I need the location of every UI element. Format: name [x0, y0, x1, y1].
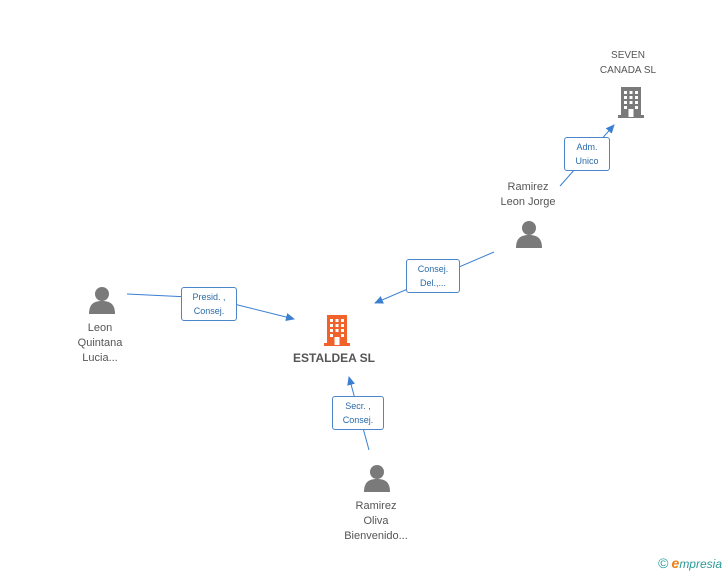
center-company-label[interactable]: ESTALDEA SL [293, 351, 376, 365]
building-icon [324, 315, 350, 346]
person-label-ramirez-leon[interactable]: Ramirez Leon Jorge [500, 181, 556, 208]
person-label-leon-quintana[interactable]: Leon Quintana Lucia... [77, 322, 123, 364]
brand-logo-e: e [671, 555, 680, 571]
person-icon [364, 465, 390, 492]
relation-label-secr-consej: Secr. , Consej. [332, 396, 384, 430]
person-icon [516, 221, 542, 248]
brand-name: mpresia [679, 557, 722, 571]
person-icon [89, 287, 115, 314]
relation-label-presid-consej: Presid. , Consej. [181, 287, 237, 321]
footer-brand: © empresia [658, 555, 722, 571]
copyright-icon: © [658, 555, 669, 571]
relation-label-adm-unico: Adm. Unico [564, 137, 610, 171]
relation-label-consej-del: Consej. Del.,... [406, 259, 460, 293]
person-label-ramirez-oliva[interactable]: Ramirez Oliva Bienvenido... [344, 500, 408, 542]
building-icon [618, 87, 644, 118]
company-label-seven-canada[interactable]: SEVEN CANADA SL [599, 50, 657, 76]
